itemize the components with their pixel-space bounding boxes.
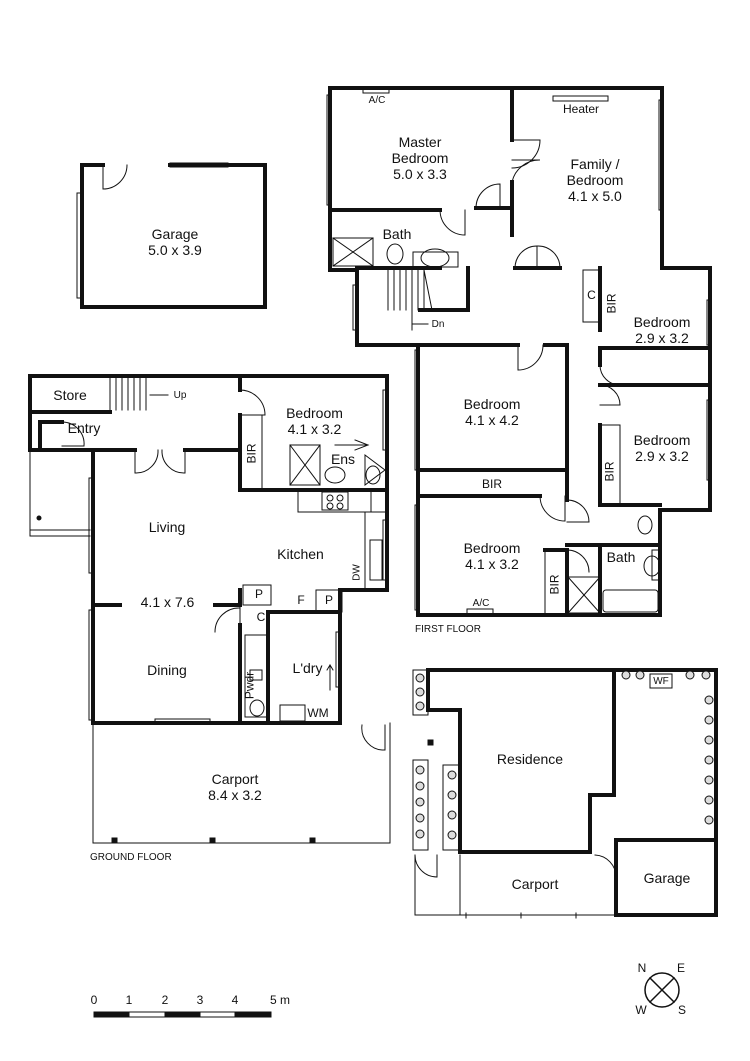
bir-label-ne1: BIR: [604, 293, 619, 314]
scale-tick-5: 5 m: [269, 993, 290, 1007]
bedroom-mid-size: 4.1 x 4.2: [465, 412, 519, 428]
bedroom-sw-size: 4.1 x 3.2: [465, 556, 519, 572]
upper-bath-label: Bath: [382, 226, 412, 242]
ac-bottom-label: A/C: [472, 598, 490, 609]
bedroom-ne2-size: 2.9 x 3.2: [635, 448, 689, 464]
heater-label: Heater: [562, 102, 600, 116]
entry-label: Entry: [67, 420, 101, 436]
carport-ground-name: Carport: [211, 771, 259, 787]
cupboard-label-ground: C: [256, 610, 266, 624]
detached-garage-walls: [80, 163, 267, 309]
scale-tick-1: 1: [125, 993, 133, 1007]
washing-machine-label: WM: [307, 706, 329, 720]
garage-detached-size: 5.0 x 3.9: [148, 242, 202, 258]
first-floor-thin-lines: [326, 87, 712, 616]
ensuite-label: Ens: [330, 451, 356, 467]
ground-floor-thin-lines: [29, 377, 391, 844]
site-garage-label: Garage: [643, 870, 691, 886]
scale-tick-2: 2: [161, 993, 169, 1007]
compass-s-label: S: [677, 1003, 686, 1017]
compass-w-label: W: [635, 1003, 647, 1017]
kitchen-label: Kitchen: [277, 546, 324, 562]
pantry-label-1: P: [254, 587, 263, 601]
bir-label-ne2: BIR: [602, 461, 617, 482]
master-bedroom-name: Master Bedroom: [391, 134, 449, 166]
bedroom-mid-name: Bedroom: [463, 396, 521, 412]
site-wf-label: WF: [653, 676, 669, 687]
bir-label-mid: BIR: [481, 477, 502, 491]
bedroom-sw-name: Bedroom: [463, 540, 521, 556]
dining-label: Dining: [147, 662, 187, 678]
site-residence-label: Residence: [496, 751, 564, 767]
compass-n-label: N: [637, 961, 647, 975]
laundry-label: L'dry: [292, 660, 323, 676]
site-carport-label: Carport: [511, 876, 559, 892]
stair-up-label: Up: [173, 390, 187, 401]
powder-label: Pwdr: [242, 671, 257, 700]
carport-ground-size: 8.4 x 3.2: [208, 787, 262, 803]
scale-tick-3: 3: [196, 993, 204, 1007]
pantry-label-2: P: [324, 593, 333, 607]
detached-garage-openings: [76, 162, 229, 299]
site-plan-thin-lines: [412, 669, 673, 919]
scale-bar: [93, 1011, 272, 1018]
bedroom-ne2-name: Bedroom: [633, 432, 691, 448]
scale-tick-0: 0: [90, 993, 98, 1007]
store-label: Store: [53, 387, 87, 403]
cupboard-label-upper: C: [587, 288, 596, 302]
family-bedroom-size: 4.1 x 5.0: [568, 188, 622, 204]
living-label: Living: [148, 519, 186, 535]
garage-detached-name: Garage: [151, 226, 199, 242]
master-bedroom-size: 5.0 x 3.3: [393, 166, 447, 182]
compass-icon: [644, 972, 680, 1008]
ground-bedroom-size: 4.1 x 3.2: [287, 421, 342, 437]
fridge-label: F: [297, 593, 305, 607]
bir-label-ground: BIR: [244, 443, 259, 464]
site-plan-shrubs: [415, 670, 714, 840]
scale-tick-4: 4: [231, 993, 239, 1007]
lower-bath-label: Bath: [606, 549, 636, 565]
ac-top-label: A/C: [368, 95, 386, 106]
bedroom-ne1-size: 2.9 x 3.2: [635, 330, 689, 346]
compass-e-label: E: [676, 961, 685, 975]
living-dining-size: 4.1 x 7.6: [140, 594, 195, 610]
first-floor-title: FIRST FLOOR: [415, 624, 481, 635]
ground-bedroom-name: Bedroom: [286, 405, 343, 421]
dishwasher-label: DW: [351, 564, 363, 581]
stair-down-label: Dn: [431, 319, 445, 330]
bir-label-sw: BIR: [547, 574, 562, 595]
ground-floor-title: GROUND FLOOR: [90, 852, 172, 863]
family-bedroom-name: Family / Bedroom: [566, 156, 624, 188]
bedroom-ne1-name: Bedroom: [633, 314, 691, 330]
